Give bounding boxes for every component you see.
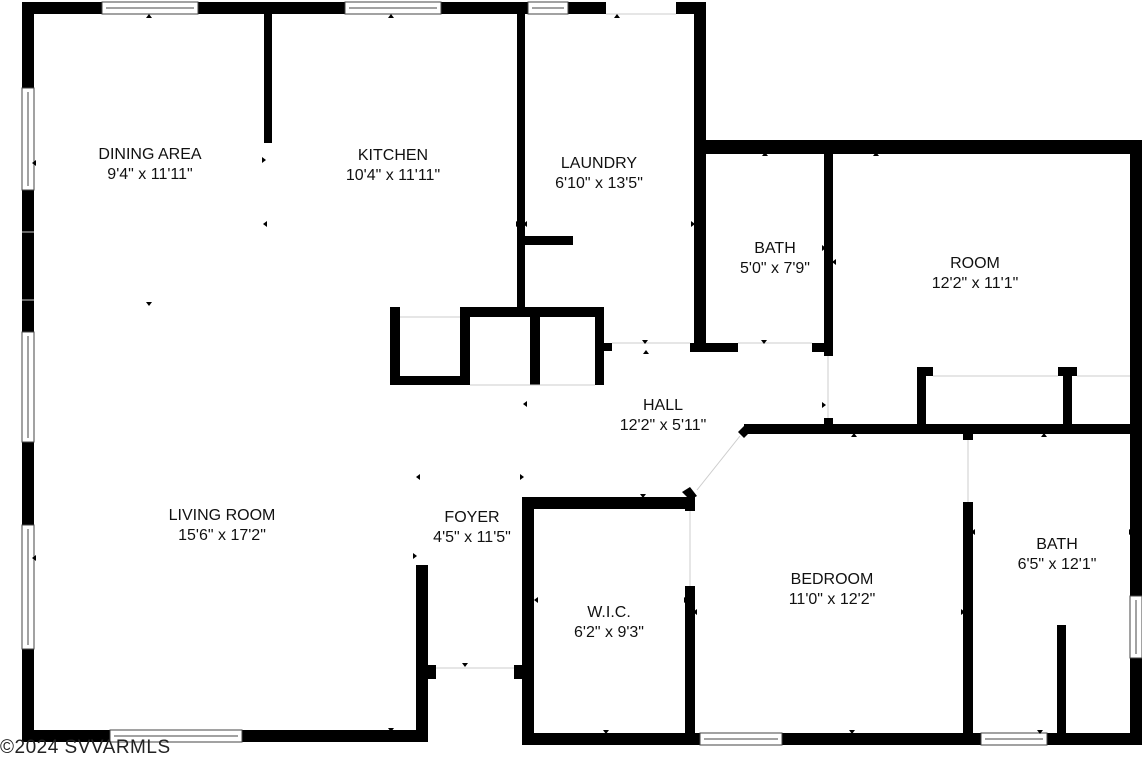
room-dining-area: DINING AREA 9'4" x 11'11" [98,145,201,185]
dimension-markers [32,14,1136,734]
room-dimensions: 9'4" x 11'11" [107,166,193,183]
room-name: BATH [754,240,796,257]
room-dimensions: 6'2" x 9'3" [574,624,644,641]
openings [22,13,1130,669]
room-dimensions: 6'10" x 13'5" [555,175,643,192]
room-name: ROOM [950,255,1000,272]
room-foyer: FOYER 4'5" x 11'5" [433,508,511,548]
room-name: BATH [1036,536,1078,553]
room-dimensions: 11'0" x 12'2" [788,591,876,608]
room-name: LIVING ROOM [168,507,276,524]
room-dimensions: 10'4" x 11'11" [345,167,441,184]
room-name: KITCHEN [357,147,429,164]
room-name: W.I.C. [587,604,631,621]
windows [21,1,1142,746]
room-laundry: LAUNDRY 6'10" x 13'5" [555,154,643,194]
room-living-room: LIVING ROOM 15'6" x 17'2" [169,506,276,546]
room-bath-1: BATH 5'0" x 7'9" [740,239,810,279]
room-dimensions: 12'2" x 5'11" [619,417,707,434]
room-dimensions: 4'5" x 11'5" [433,529,511,546]
room-bath-2: BATH 6'5" x 12'1" [1018,535,1097,575]
room-dimensions: 6'5" x 12'1" [1017,556,1097,573]
room-name: HALL [642,397,684,414]
room-kitchen: KITCHEN 10'4" x 11'11" [346,146,440,186]
room-room: ROOM 12'2" x 11'1" [932,254,1019,294]
room-dimensions: 5'0" x 7'9" [740,260,810,277]
room-dimensions: 12'2" x 11'1" [931,275,1019,292]
room-name: DINING AREA [98,146,202,163]
room-hall: HALL 12'2" x 5'11" [620,396,707,436]
room-bedroom: BEDROOM 11'0" x 12'2" [789,570,876,610]
room-wic: W.I.C. 6'2" x 9'3" [574,603,644,643]
room-name: BEDROOM [790,571,874,588]
copyright-watermark: ©2024 SVVARMLS [0,737,171,758]
room-name: LAUNDRY [560,155,638,172]
room-dimensions: 15'6" x 17'2" [178,527,266,544]
room-name: FOYER [444,509,500,526]
